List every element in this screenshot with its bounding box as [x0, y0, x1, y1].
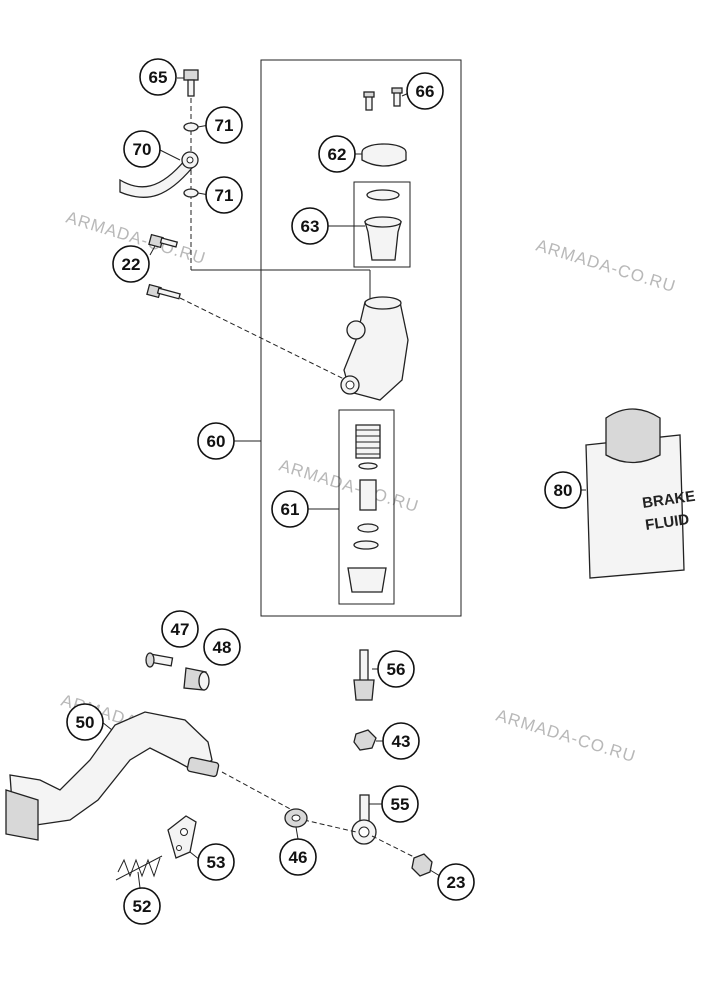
callout-61: 61 [271, 490, 309, 528]
svg-text:80: 80 [554, 481, 573, 500]
fork-55 [351, 794, 377, 845]
push-rod-56 [353, 649, 375, 701]
callouts: 65 71 70 71 22 66 62 63 60 61 80 47 48 5… [66, 58, 582, 925]
svg-text:50: 50 [76, 713, 95, 732]
brake-hose-banjo-70 [119, 151, 199, 199]
callout-47: 47 [161, 610, 199, 648]
svg-text:61: 61 [281, 500, 300, 519]
callout-62: 62 [318, 135, 356, 173]
bushing-46 [284, 808, 308, 828]
callout-50: 50 [66, 703, 104, 741]
banjo-bolt-65 [183, 69, 199, 97]
svg-text:43: 43 [392, 732, 411, 751]
screw-22-upper [148, 233, 179, 249]
svg-text:56: 56 [387, 660, 406, 679]
svg-text:52: 52 [133, 897, 152, 916]
nut-43 [353, 729, 377, 751]
spring-52 [115, 855, 163, 881]
callout-80: 80 [544, 471, 582, 509]
svg-text:53: 53 [207, 853, 226, 872]
svg-text:46: 46 [289, 848, 308, 867]
fluid-label: FLUID [644, 511, 690, 534]
screws-66 [363, 87, 403, 111]
washer-71-top [183, 122, 199, 132]
callout-60: 60 [197, 422, 235, 460]
spring-plate-53 [167, 815, 197, 859]
callout-43: 43 [382, 722, 420, 760]
piston-kit-box [338, 409, 395, 605]
screw-22-lower [146, 283, 181, 300]
callout-52: 52 [123, 887, 161, 925]
callout-53: 53 [197, 843, 235, 881]
watermark: ARMADA-CO.RU [494, 706, 638, 767]
reservoir-cap-62 [361, 143, 407, 167]
svg-text:63: 63 [301, 217, 320, 236]
reservoir-assembly-box [353, 181, 411, 268]
svg-text:60: 60 [207, 432, 226, 451]
callout-55: 55 [381, 785, 419, 823]
svg-text:23: 23 [447, 873, 466, 892]
callout-71: 71 [205, 106, 243, 144]
brake-fluid-can-80: BRAKE FLUID [585, 408, 696, 579]
svg-text:71: 71 [215, 186, 234, 205]
svg-text:47: 47 [171, 620, 190, 639]
callout-48: 48 [203, 628, 241, 666]
svg-text:70: 70 [133, 140, 152, 159]
washer-71-bottom [183, 188, 199, 198]
callout-66: 66 [406, 72, 444, 110]
svg-text:62: 62 [328, 145, 347, 164]
svg-text:66: 66 [416, 82, 435, 101]
svg-text:55: 55 [391, 795, 410, 814]
bushing-48 [183, 667, 210, 691]
callout-70: 70 [123, 130, 161, 168]
svg-text:71: 71 [215, 116, 234, 135]
callout-22: 22 [112, 245, 150, 283]
svg-text:22: 22 [122, 255, 141, 274]
bolt-47 [145, 652, 174, 668]
brake-pedal-50 [5, 711, 220, 841]
callout-46: 46 [279, 838, 317, 876]
callout-56: 56 [377, 650, 415, 688]
callout-65: 65 [139, 58, 177, 96]
watermark: ARMADA-CO.RU [534, 236, 678, 297]
nut-23 [411, 853, 433, 877]
svg-text:48: 48 [213, 638, 232, 657]
callout-23: 23 [437, 863, 475, 901]
callout-71: 71 [205, 176, 243, 214]
svg-text:65: 65 [149, 68, 168, 87]
reservoir-63 [364, 189, 402, 261]
master-cylinder-body-60 [340, 296, 409, 401]
callout-63: 63 [291, 207, 329, 245]
piston-kit-61 [347, 424, 387, 593]
